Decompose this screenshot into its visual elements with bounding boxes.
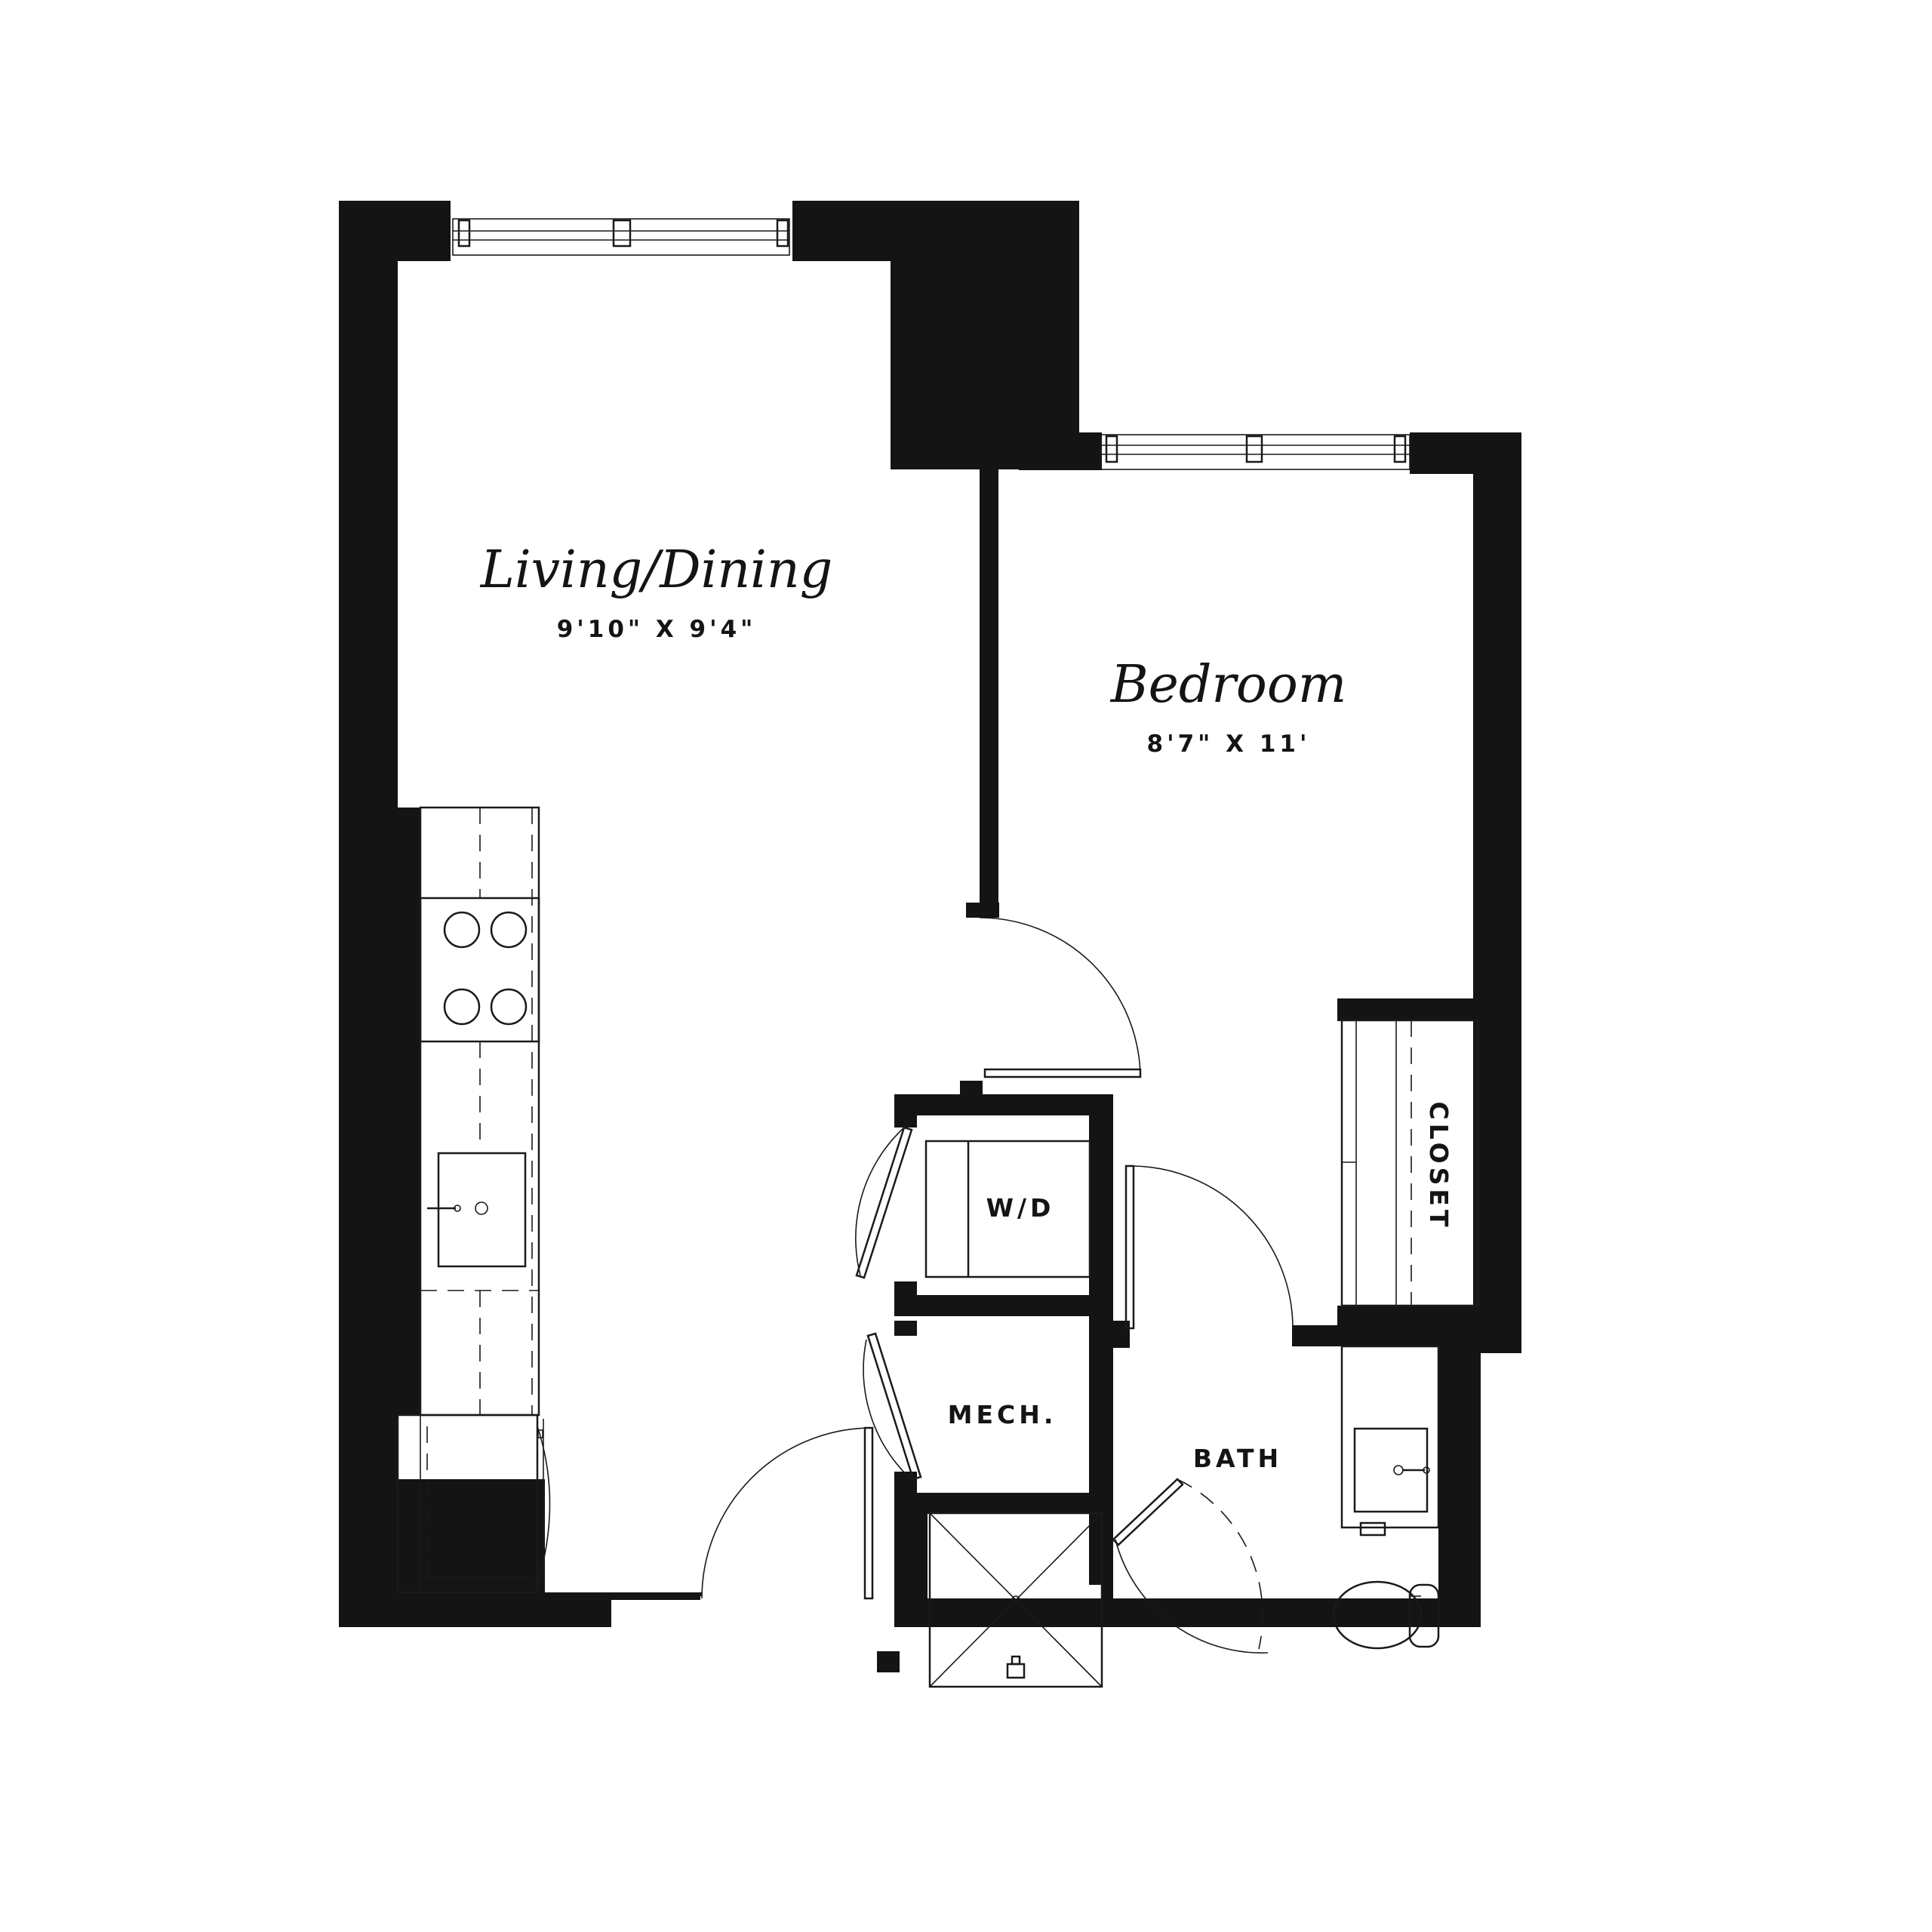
wall-left-pier-top [339, 201, 451, 261]
bath-vanity [1340, 1345, 1440, 1537]
closet-shelving [1340, 1019, 1479, 1307]
wall-wd-top [894, 1094, 1113, 1115]
room-name-living: Living/Dining [479, 540, 832, 600]
wall-bedroom-top-left [1019, 432, 1102, 470]
burner-2 [490, 911, 528, 949]
wall-shower-right [1102, 1532, 1113, 1627]
burner-4 [490, 988, 528, 1026]
label-bath: BATH [1193, 1444, 1282, 1473]
wall-partition-bedroom-foot [966, 903, 999, 918]
door-bedroom [979, 917, 1142, 1078]
label-mech: MECH. [948, 1400, 1057, 1429]
window-bedroom [1100, 434, 1411, 470]
wall-lower-left-big-block [398, 1479, 545, 1627]
door-bath [1124, 1164, 1294, 1330]
burner-1 [443, 911, 481, 949]
wall-entry-floor-ledge [589, 1592, 700, 1600]
wall-wd-bottom [894, 1295, 1113, 1316]
walls [339, 201, 1521, 1672]
door-shower [1112, 1478, 1269, 1654]
door-wd [855, 1126, 913, 1279]
cooktop [419, 897, 540, 1043]
wall-wd-right-stub [1113, 1321, 1130, 1348]
wall-shower-left-foot [877, 1651, 900, 1672]
wall-shower-left [894, 1509, 928, 1627]
structural-column [891, 201, 1079, 469]
wall-wd-top-stub [960, 1081, 983, 1096]
wall-left [339, 201, 398, 1627]
wall-wd-left-top [894, 1094, 917, 1128]
shower [928, 1512, 1103, 1688]
door-mech [863, 1332, 922, 1481]
room-dims-living: 9'10" X 9'4" [557, 616, 757, 643]
wall-right-lower [1438, 1328, 1481, 1626]
wall-mech-left-mid [894, 1321, 917, 1336]
wall-bath-top [1292, 1325, 1481, 1346]
wall-partition-bedroom [980, 469, 998, 912]
room-dims-bedroom: 8'7" X 11' [1147, 731, 1311, 758]
toilet [1332, 1580, 1440, 1650]
wall-right-upper [1473, 432, 1521, 1353]
washer-dryer [924, 1140, 1091, 1278]
label-closet: CLOSET [1424, 1102, 1454, 1231]
wall-closet-top [1337, 998, 1521, 1021]
wall-bottom-right [894, 1598, 1481, 1627]
kitchen-sink [427, 1152, 527, 1268]
wall-mech-bottom [894, 1493, 1113, 1514]
refrigerator [396, 1414, 551, 1594]
window-living [452, 218, 790, 256]
wall-closet-bottom [1337, 1306, 1521, 1328]
burner-3 [443, 988, 481, 1026]
room-name-bedroom: Bedroom [1109, 655, 1347, 715]
door-entry [701, 1426, 874, 1600]
label-wd: W/D [986, 1193, 1055, 1223]
